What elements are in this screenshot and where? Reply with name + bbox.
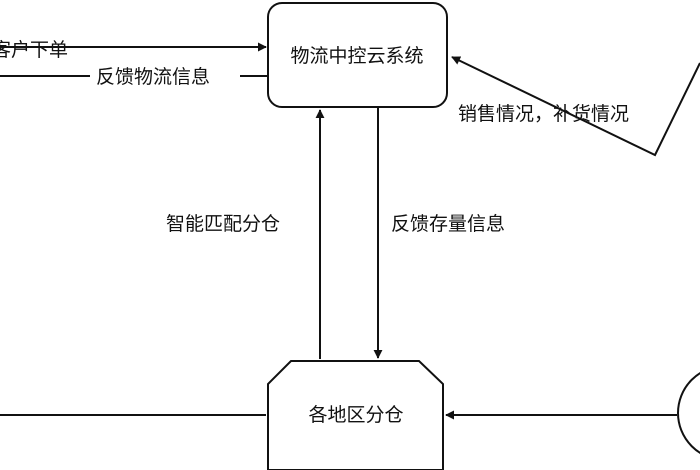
system-node-label: 物流中控云系统 <box>290 45 423 67</box>
system-node: 物流中控云系统 <box>267 2 448 108</box>
sales-restock-arrow <box>451 56 700 157</box>
right-circle-node <box>677 372 700 454</box>
smart-match-label: 智能匹配分仓 <box>166 213 280 235</box>
feedback-logistics-label: 反馈物流信息 <box>96 66 210 88</box>
feedback-stock-label: 反馈存量信息 <box>391 213 505 235</box>
warehouse-node: 各地区分仓 <box>267 360 444 470</box>
warehouse-node-label: 各地区分仓 <box>308 404 403 426</box>
order-label: 客户下单 <box>0 39 68 61</box>
sales-restock-label: 销售情况，补货情况 <box>458 103 629 125</box>
